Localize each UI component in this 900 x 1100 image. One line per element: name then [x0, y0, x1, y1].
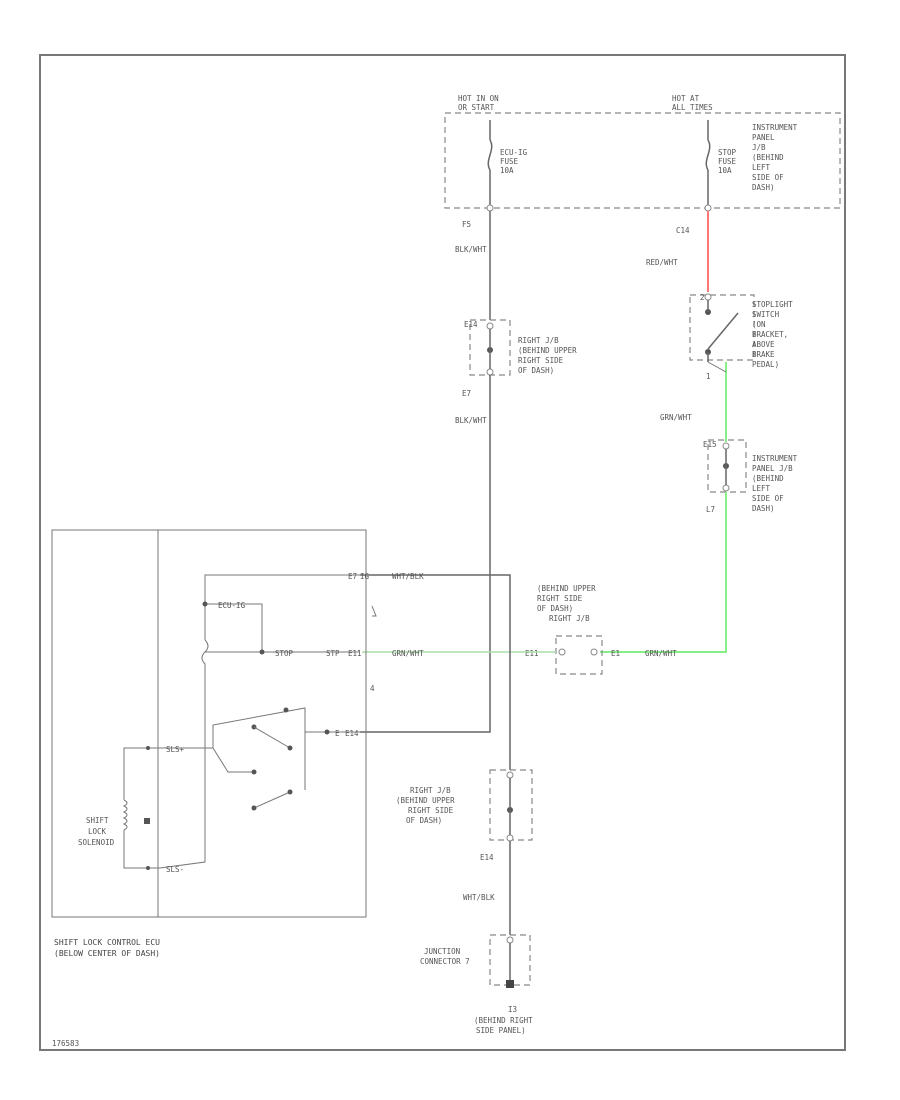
junction-connector-pin [506, 936, 514, 944]
wire-stoplight-to-green [707, 361, 727, 373]
wire-label-blk-wht-2: BLK/WHT [455, 416, 487, 425]
shift-lock-ecu-caption: SHIFT LOCK CONTROL ECU(BELOW CENTER OF D… [54, 938, 160, 958]
right-jb-top-pin-upper [486, 322, 494, 330]
ecu-pin-stp-number: E11 [348, 649, 362, 658]
diagram-border [39, 54, 846, 1051]
pin-f5: F5 [462, 220, 471, 229]
right-jb-mid-box [555, 635, 603, 675]
shift-lock-ecu-box [51, 529, 367, 918]
ecu-pin-e-number: E14 [345, 729, 359, 738]
wire-wht-blk-ecu [360, 574, 511, 770]
fuse-connector-stop [704, 204, 712, 212]
relay-contact-2 [283, 707, 289, 713]
instr-jb-mid-pin-lower [722, 484, 730, 492]
ground-symbol [506, 980, 514, 988]
relay-arm-upper [253, 726, 291, 749]
shift-lock-solenoid-coil [122, 799, 128, 831]
stoplight-switch-pin-2 [704, 293, 712, 301]
relay-contact-4 [251, 769, 257, 775]
stoplight-switch-lever [707, 312, 739, 350]
ecu-node-e [324, 729, 330, 735]
wire-blk-wht-to-ecu-e [360, 375, 491, 733]
wire-label-wht-blk-gnd: WHT/BLK [463, 893, 495, 902]
ecu-node-stop [259, 649, 265, 655]
fuse-ecu-ig [487, 120, 493, 205]
right-jb-mid-pin-right [590, 648, 598, 656]
ecu-connector-hook [371, 605, 377, 617]
ecu-pin-ig: IG [360, 572, 370, 581]
wire-label-red-wht: RED/WHT [646, 258, 678, 267]
solenoid-wire-bottom [123, 830, 160, 869]
relay-arm-lower [253, 791, 291, 809]
wire-label-blk-wht-1: BLK/WHT [455, 245, 487, 254]
wire-label-grn-wht-jb: GRN/WHT [645, 649, 677, 658]
right-jb-low-box [489, 769, 533, 841]
stoplight-switch-box [689, 294, 755, 361]
pin-e15: E15 [703, 440, 717, 449]
ecu-pin-stp: STP [326, 649, 340, 658]
ecu-internal-ecu-ig-line [205, 603, 263, 652]
instrument-panel-jb-mid-box [707, 439, 747, 493]
ecu-node-sls-neg [146, 866, 150, 870]
instrument-panel-jb-box [444, 112, 841, 209]
instr-jb-mid-pin-upper [722, 442, 730, 450]
ecu-crossover-jumper [159, 639, 209, 869]
pin-e11: E11 [525, 649, 539, 658]
relay-contact-3 [287, 745, 293, 751]
ecu-node-sls-pos [146, 746, 150, 750]
relay-contact-5 [251, 805, 257, 811]
ecu-term-stop: STOP [275, 649, 294, 658]
pin-e7: E7 [462, 389, 471, 398]
ecu-relay-frame [212, 707, 306, 790]
right-jb-mid-pin-left [558, 648, 566, 656]
fuse-stop [705, 120, 711, 205]
ecu-term-ecu-ig: ECU-IG [218, 601, 246, 610]
relay-lower-link [212, 747, 254, 773]
right-jb-low-pin-upper [506, 771, 514, 779]
ecu-node-ig [202, 601, 208, 607]
pin-e1: E1 [611, 649, 620, 658]
pin-e14-low: E14 [480, 853, 494, 862]
ecu-pin-sls-pos: SLS+ [166, 745, 185, 754]
wire-label-grn-wht-1: GRN/WHT [660, 413, 692, 422]
pin-sw2: 2 [700, 293, 705, 302]
pin-e14: E14 [464, 320, 478, 329]
ecu-pin-4: 4 [370, 684, 375, 693]
diagram-id: 176583 [52, 1039, 79, 1048]
pin-l7: L7 [706, 505, 715, 514]
solenoid-plunger [144, 818, 150, 824]
wire-grn-wht-lower [600, 492, 727, 653]
ecu-internal-ig-rail [204, 574, 360, 640]
pin-sw1: 1 [706, 372, 711, 381]
wire-label-grn-wht-ecu: GRN/WHT [392, 649, 424, 658]
wire-label-wht-blk-ecu: WHT/BLK [392, 572, 424, 581]
right-jb-low-pin-lower [506, 834, 514, 842]
ecu-pin-ig-number: E7 [348, 572, 357, 581]
ecu-pin-e: E [335, 729, 340, 738]
solenoid-wire-top [123, 747, 213, 800]
right-jb-top-pin-lower [486, 368, 494, 376]
fuse-connector-ecu-ig [486, 204, 494, 212]
pin-c14: C14 [676, 226, 690, 235]
ecu-pin-sls-neg: SLS- [166, 865, 184, 874]
relay-contact-6 [287, 789, 293, 795]
